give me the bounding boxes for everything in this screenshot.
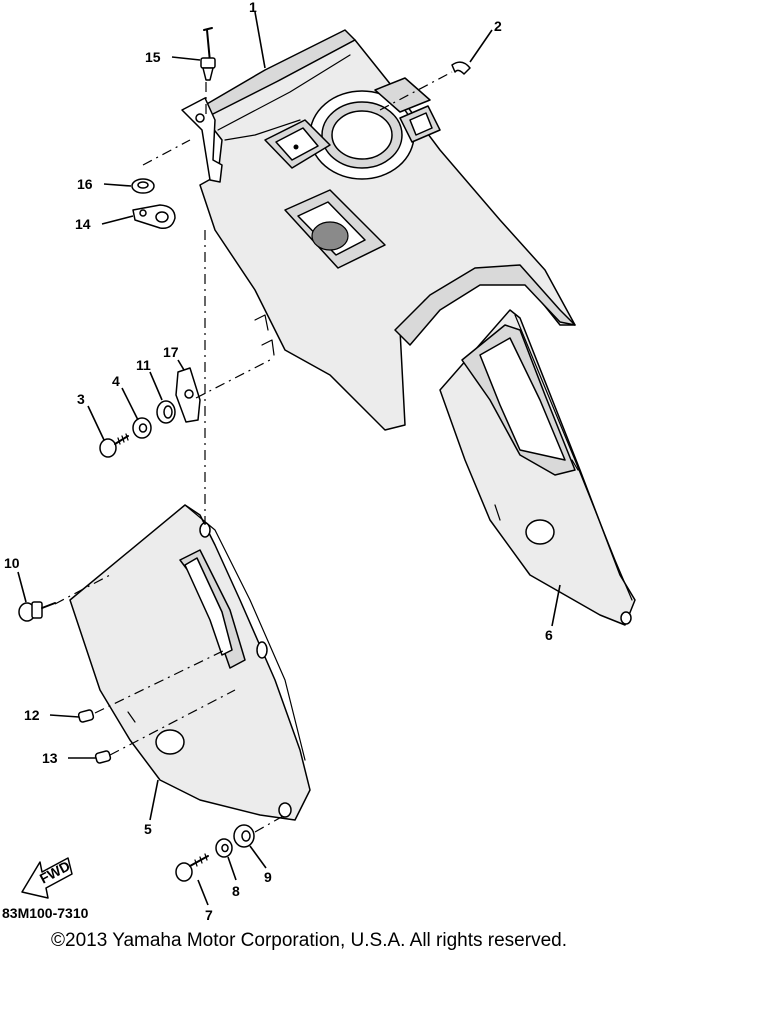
part-10-bolt (18, 601, 56, 622)
callout-17: 17 (163, 344, 179, 360)
callouts: 1 2 3 4 5 6 7 8 9 10 11 12 13 14 15 16 1 (4, 0, 561, 923)
part-13-plug (94, 750, 112, 764)
callout-10: 10 (4, 555, 20, 571)
callout-15: 15 (145, 49, 161, 65)
part-9-grommet (233, 824, 255, 848)
callout-8: 8 (232, 883, 240, 899)
callout-12: 12 (24, 707, 40, 723)
part-7-bolt (175, 853, 209, 882)
callout-5: 5 (144, 821, 152, 837)
callout-6: 6 (545, 627, 553, 643)
callout-14: 14 (75, 216, 91, 232)
callout-13: 13 (42, 750, 58, 766)
callout-11: 11 (136, 357, 151, 373)
callout-1: 1 (249, 0, 257, 15)
part-5-left-side-panel (69, 504, 311, 821)
part-2-clip (451, 61, 471, 75)
part-12-plug (77, 709, 95, 723)
part-11-collar (156, 400, 176, 424)
callout-2: 2 (494, 18, 502, 34)
callout-16: 16 (77, 176, 93, 192)
callout-9: 9 (264, 869, 272, 885)
part-16-washer (131, 178, 155, 194)
part-3-bolt (99, 433, 129, 458)
part-14-clamp (132, 204, 176, 230)
assembly-lines (54, 71, 453, 833)
fwd-arrow-icon: FWD (21, 857, 73, 899)
callout-4: 4 (112, 373, 120, 389)
part-4-washer (132, 417, 152, 439)
callout-3: 3 (77, 391, 85, 407)
copyright-notice: ©2013 Yamaha Motor Corporation, U.S.A. A… (51, 930, 567, 951)
diagram-code: 83M100-7310 (2, 905, 89, 921)
callout-7: 7 (205, 907, 213, 923)
part-15-rivet (200, 27, 216, 81)
part-8-washer (215, 838, 233, 858)
part-1-upper-cover (181, 29, 576, 431)
part-6-right-side-panel (439, 309, 636, 626)
part-17-bracket (175, 367, 201, 423)
